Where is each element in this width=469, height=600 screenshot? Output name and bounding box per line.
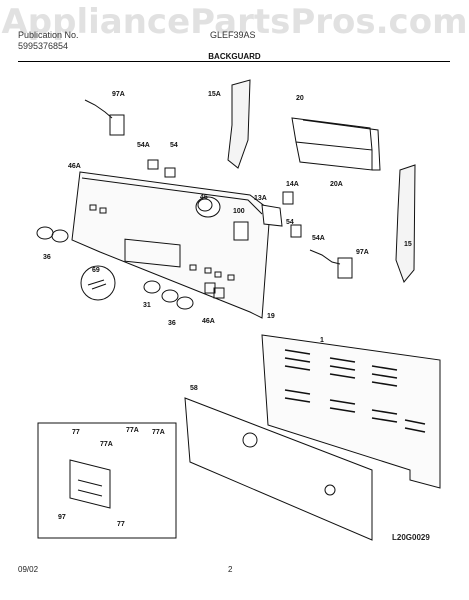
- watermark-text: AppliancePartsPros.com: [1, 2, 468, 42]
- callout-label: 54: [170, 142, 178, 149]
- callout-label: 19: [267, 313, 275, 320]
- footer-date: 09/02: [18, 565, 39, 574]
- callout-label: 69: [92, 267, 100, 274]
- callout-labels: 97A 15A 20 54A 54 46A 13A 14A 100 20A 46 36 69 54 54A 9…: [43, 91, 412, 528]
- callout-label: 77A: [152, 429, 165, 436]
- callout-label: 31: [143, 302, 151, 309]
- callout-label: 58: [190, 385, 198, 392]
- callout-label: 15: [404, 241, 412, 248]
- callout-label: 20: [296, 95, 304, 102]
- footer-code: L20G0029: [392, 533, 430, 542]
- callout-label: 77: [72, 429, 80, 436]
- callout-label: 54A: [137, 142, 150, 149]
- publication-number: 5995376854: [18, 41, 69, 51]
- callout-label: 97A: [356, 249, 369, 256]
- callout-label: 97: [58, 514, 66, 521]
- callout-label: 36: [168, 320, 176, 327]
- callout-label: 14A: [286, 181, 299, 188]
- model-number: GLEF39AS: [210, 30, 256, 40]
- callout-label: 46A: [202, 318, 215, 325]
- diagram-title: BACKGUARD: [208, 52, 261, 61]
- callout-label: 77A: [100, 441, 113, 448]
- callout-label: 46: [200, 194, 208, 201]
- callout-label: 100: [233, 208, 245, 215]
- publication-label: Publication No.: [18, 30, 79, 40]
- footer-page: 2: [228, 565, 233, 574]
- callout-label: 1: [320, 337, 324, 344]
- callout-label: 13A: [254, 195, 267, 202]
- callout-label: 46A: [68, 163, 81, 170]
- callout-label: 36: [43, 254, 51, 261]
- callout-label: 77: [117, 521, 125, 528]
- callout-label: 77A: [126, 427, 139, 434]
- callout-label: 54A: [312, 235, 325, 242]
- callout-label: 20A: [330, 181, 343, 188]
- header-rule: [18, 61, 450, 62]
- callout-label: 54: [286, 219, 294, 226]
- callout-label: 15A: [208, 91, 221, 98]
- callout-label: 97A: [112, 91, 125, 98]
